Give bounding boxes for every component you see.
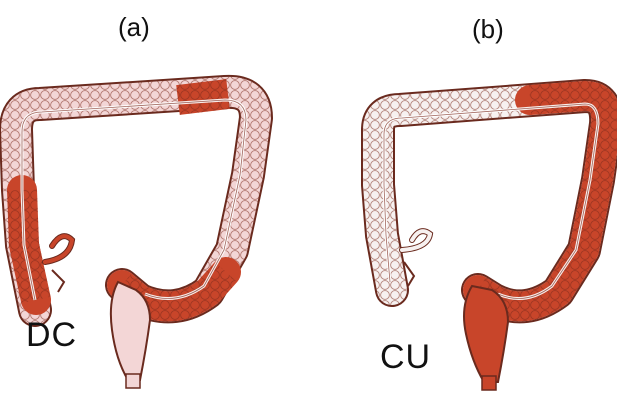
diagnosis-label-cu: CU <box>380 340 431 374</box>
diagnosis-label-dc: DC <box>26 318 77 352</box>
colon-b-rectum <box>464 286 508 382</box>
colon-a-rectum <box>111 282 150 380</box>
colon-a-anus <box>126 374 140 388</box>
colon-b-anus <box>482 376 496 390</box>
colon-a-lumen <box>22 100 246 300</box>
